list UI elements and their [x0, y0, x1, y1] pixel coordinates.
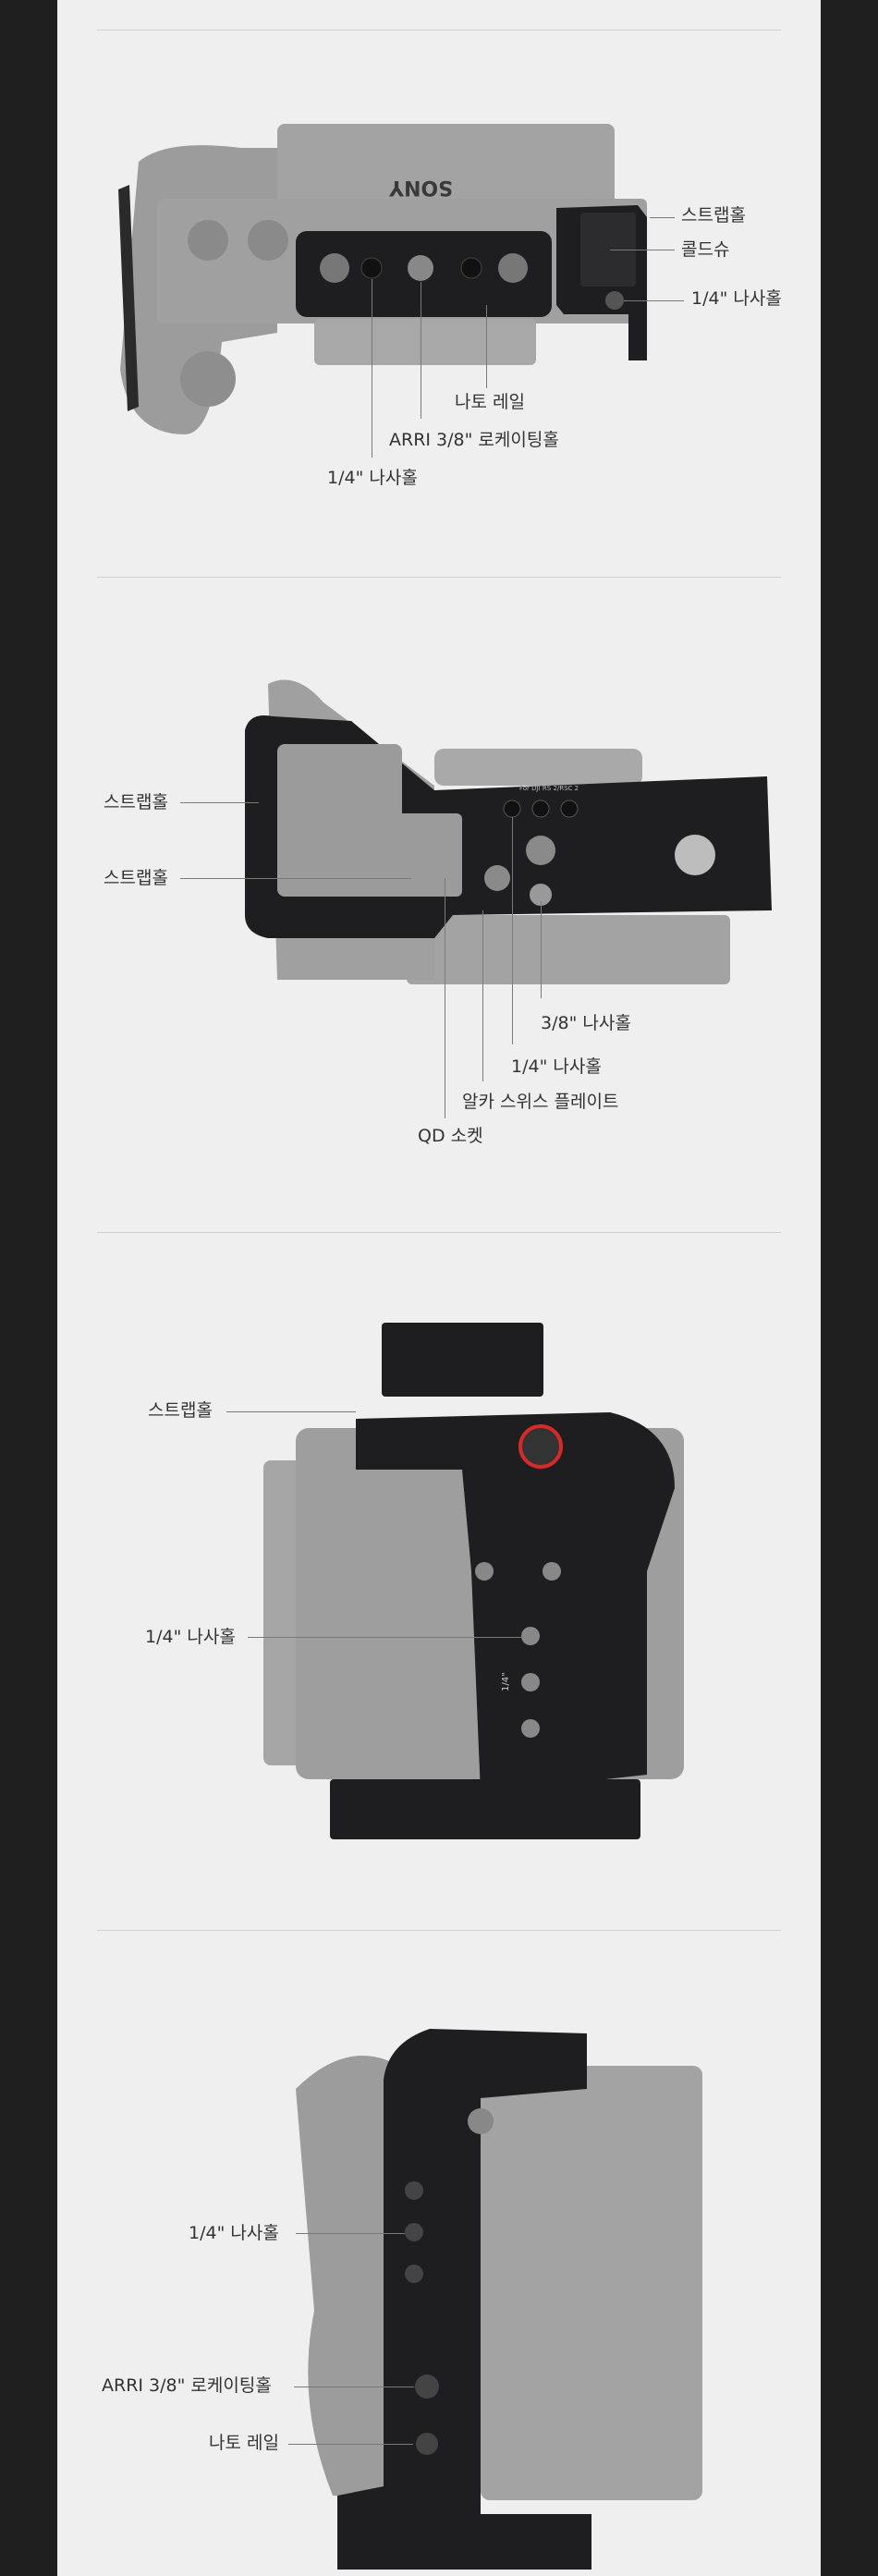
screw-icon: [320, 253, 349, 283]
leader-line: [650, 217, 675, 218]
leader-line: [482, 910, 483, 1081]
label-screw-hole: 1/4" 나사홀: [145, 1627, 236, 1647]
rec-button-icon: [248, 220, 288, 261]
label-qd-socket: QD 소켓: [418, 1126, 483, 1146]
screw-hole-icon: [531, 800, 550, 818]
qd-socket-icon: [484, 865, 510, 891]
dial-icon: [180, 351, 236, 407]
screw-hole-icon: [405, 2223, 423, 2241]
cold-shoe-mount: [382, 1323, 543, 1397]
mounting-ring-icon: [675, 835, 715, 875]
arri-hole-icon: [415, 2375, 439, 2399]
leader-line: [180, 878, 411, 879]
label-nato-rail: 나토 레일: [455, 392, 525, 412]
screw-hole-icon: [543, 1562, 561, 1581]
cage-base: [330, 1779, 640, 1839]
label-arca-plate: 알카 스위스 플레이트: [462, 1092, 619, 1112]
screw-hole-icon: [475, 1562, 494, 1581]
screw-hole-icon: [521, 1719, 540, 1738]
grip-engraving: 1/4": [501, 1672, 511, 1691]
section-divider: [97, 1232, 781, 1233]
leader-line: [226, 1411, 356, 1412]
label-screw-hole: 1/4" 나사홀: [189, 2223, 279, 2243]
screw-38-hole-icon: [530, 884, 552, 906]
leader-line: [180, 802, 259, 803]
cold-shoe-icon: [580, 213, 636, 287]
screw-icon: [526, 836, 555, 865]
camera-grip: [296, 2056, 407, 2496]
label-screw-14: 1/4" 나사홀: [511, 1056, 602, 1077]
screw-icon: [498, 253, 528, 283]
label-screw-hole: 1/4" 나사홀: [327, 468, 418, 488]
camera-body: [481, 2066, 702, 2500]
screw-icon: [468, 2108, 494, 2134]
plate-engraving: For DJI RS 2/RSC 2: [519, 785, 579, 792]
section-divider: [97, 577, 781, 578]
label-screw-hole: 1/4" 나사홀: [691, 288, 782, 309]
label-nato-rail: 나토 레일: [209, 2433, 279, 2453]
screw-hole-icon: [521, 1627, 540, 1645]
side-handle-cage: [356, 1412, 675, 1793]
red-ring-screw-icon: [518, 1424, 563, 1469]
screw-hole-icon: [560, 800, 579, 818]
screw-hole-icon: [405, 2265, 423, 2283]
section-divider: [97, 1930, 781, 1931]
screw-hole-icon: [521, 1673, 540, 1691]
camera-bottom-view: For DJI RS 2/RSC 2: [245, 679, 772, 984]
battery-door-lower: [333, 813, 462, 897]
screw-hole-icon: [360, 257, 383, 279]
side-cage-edge: [118, 185, 139, 411]
section-divider: [97, 30, 781, 31]
camera-body-lower: [407, 915, 730, 984]
label-strap-hole: 스트랩홀: [148, 1400, 213, 1421]
screw-hole-icon: [605, 291, 624, 310]
camera-grip-side-view: 1/4": [263, 1323, 684, 1839]
label-strap-hole: 스트랩홀: [681, 205, 746, 226]
mic-grille-icon: [188, 220, 228, 261]
leader-line: [486, 305, 487, 388]
label-cold-shoe: 콜드슈: [681, 239, 730, 260]
label-arri-hole: ARRI 3/8" 로케이팅홀: [102, 2375, 272, 2396]
lens-mount: [314, 319, 536, 365]
leader-line: [248, 1637, 521, 1638]
screw-hole-icon: [460, 257, 482, 279]
leader-line: [296, 2233, 405, 2234]
leader-line: [288, 2444, 413, 2445]
label-strap-hole: 스트랩홀: [104, 868, 168, 888]
leader-line: [512, 817, 513, 1044]
leader-line: [541, 901, 542, 998]
nato-rail-icon: [416, 2433, 438, 2455]
screw-hole-icon: [503, 800, 521, 818]
lens-ring: [434, 749, 642, 786]
label-screw-38: 3/8" 나사홀: [541, 1013, 631, 1033]
camera-top-view: SONY: [118, 124, 647, 434]
label-strap-hole: 스트랩홀: [104, 792, 168, 812]
label-arri-hole: ARRI 3/8" 로케이팅홀: [389, 430, 559, 450]
side-cage-plate: [337, 2029, 591, 2570]
arri-hole-icon: [408, 255, 433, 281]
leader-line: [624, 300, 684, 301]
camera-left-side-view: [296, 2029, 702, 2570]
sony-logo: SONY: [388, 176, 453, 199]
screw-hole-icon: [405, 2181, 423, 2200]
